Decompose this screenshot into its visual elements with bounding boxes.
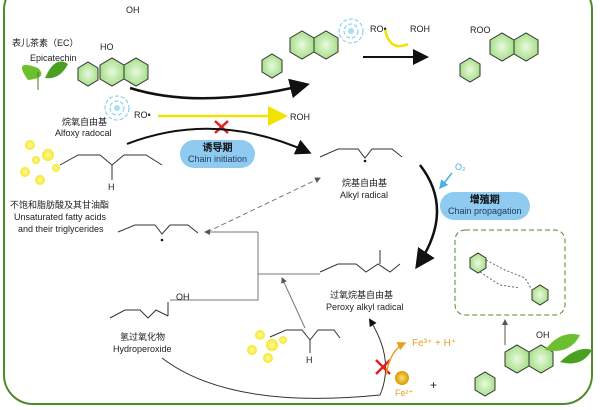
propagation-en: Chain propagation [448,206,522,216]
fe-oxidation-arrow [385,342,407,376]
roh-mid-label: ROH [290,112,310,122]
fatty-acid-cn-label: 不饱和脂肪酸及其甘油酯 [10,200,110,210]
alkoxy-en-label: Alfoxy radocal [55,128,112,138]
epicatechin-molecule-bottom [474,344,554,397]
tea-leaf-icon-bottom [545,334,592,364]
peroxy-en-label: Peroxy alkyl radical [326,302,404,312]
chain-propagation-badge: 增殖期 Chain propagation [440,192,530,220]
fatty-acid-chain [59,154,163,166]
alkyl-radical-chain-left [117,224,199,235]
peroxy-cn-label: 过氧烷基自由基 [330,290,394,300]
alkoxy-cn-label: 烷氧自由基 [62,117,108,127]
ho-label: HO [100,42,114,52]
oh-top-label: OH [126,5,140,15]
fe2-ion-icon [395,371,409,385]
fe-chelate-box [454,229,566,316]
fatty-acid-en-label-2: and their triglycerides [18,224,104,234]
initiation-arrow [126,127,312,155]
radical-swirl-icon [104,18,364,121]
dashed-arrow-to-alkyl [206,177,321,233]
peroxy-to-hydroperoxide-line [170,232,259,301]
h-atom-label: H [108,182,115,192]
epicatechin-en-label: Epicatechin [30,53,77,63]
initiation-cn: 诱导期 [202,143,233,154]
blocked-x-icon [214,120,229,134]
alkyl-radical-en-label: Alkyl radical [340,190,389,200]
o2-arrow [439,172,453,190]
fatty-acid-en-label-1: Unsaturated fatty acids [14,212,107,222]
oh-label: OH [176,292,190,302]
epicatechin-radical-molecule [261,30,339,79]
hydroperoxide-chain [109,309,169,319]
oh-bottom-label: OH [536,330,550,340]
peroxy-chain [319,263,401,273]
epicatechin-molecule-top [77,57,149,87]
blocked-x-icon-fe [375,359,391,375]
h-atom-label-bottom: H [306,355,313,365]
reaction-arrow-ec-to-radical [129,78,310,100]
fatty-acid-to-cycle-arrow [281,277,306,329]
yellow-droplets-icon [20,140,287,363]
hydroperoxide-cn-label: 氢过氧化物 [120,332,166,342]
chain-initiation-badge: 诱导期 Chain initiation [180,140,256,168]
fe2-label: Fe²⁺ [395,388,414,398]
alkyl-radical-cn-label: 烷基自由基 [342,178,388,188]
tea-leaf-icon [21,61,68,90]
hydroperoxide-decomposition-arrow [161,318,387,399]
propagation-arrow [415,164,439,270]
diagram-frame [3,0,593,405]
fe3-label: Fe³⁺ + H⁺ [412,338,457,349]
ro-consumption-arrow [383,29,409,48]
propagation-cn: 增殖期 [469,195,500,206]
ro-radical-label: RO• [134,110,151,120]
epicatechin-cn-label: 表儿茶素（EC） [12,38,79,48]
hydroperoxide-en-label: Hydroperoxide [113,344,172,354]
roh-top-label: ROH [410,24,430,34]
plus-sign: + [430,378,438,392]
alkyl-radical-chain-top [319,148,403,159]
ro-radical-top-label: RO• [370,24,387,34]
initiation-en: Chain initiation [188,154,248,164]
epicatechin-product-molecule [459,32,539,83]
roo-label: ROO [470,25,491,35]
o2-label: O₂ [455,162,466,172]
